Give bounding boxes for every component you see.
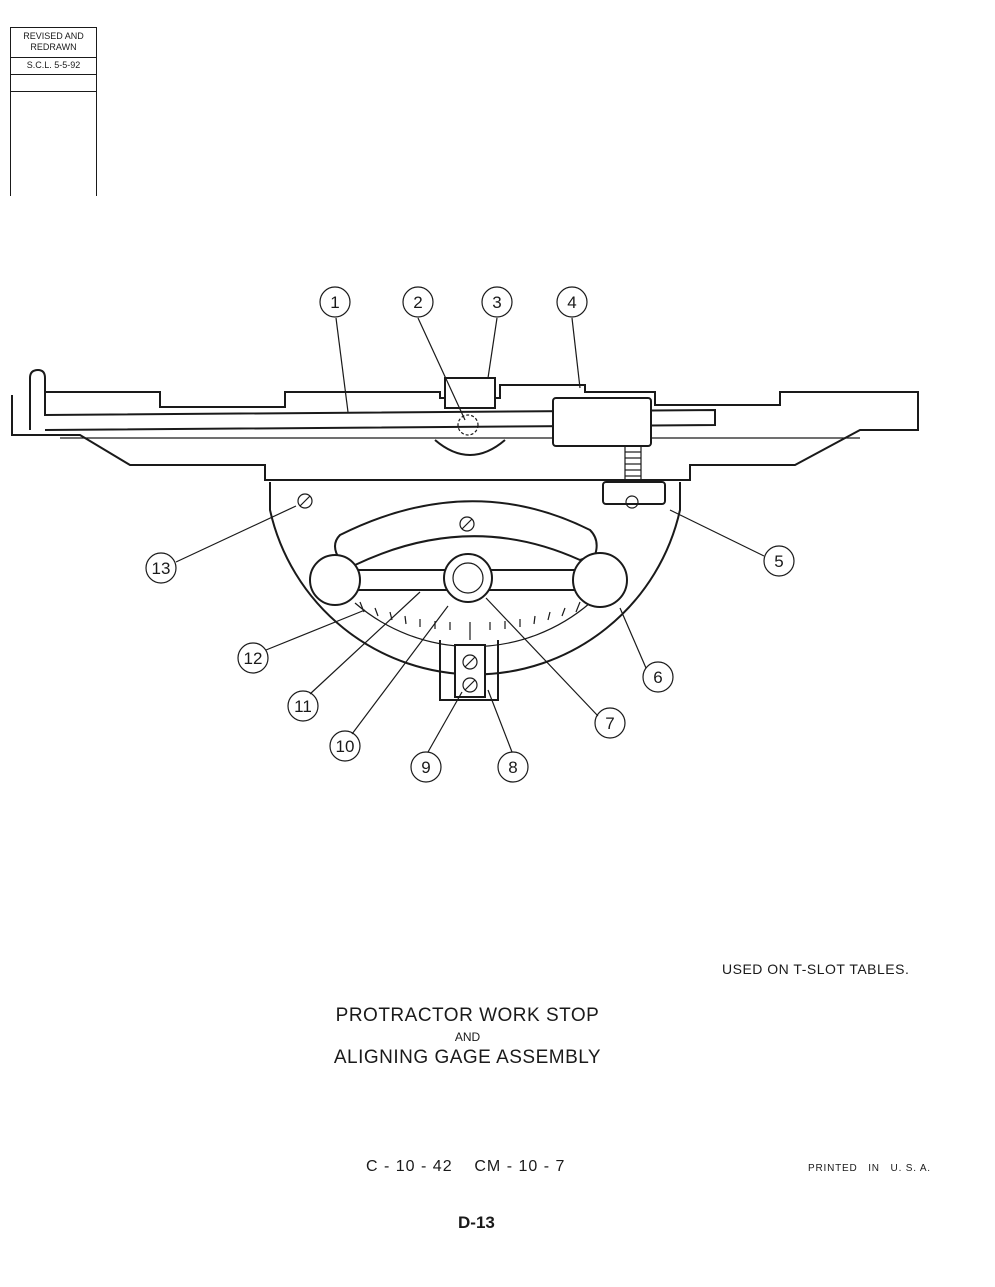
svg-text:7: 7 [605,714,614,733]
drawing-number: C - 10 - 42 CM - 10 - 7 [366,1158,566,1175]
revision-line2: REDRAWN [30,42,77,52]
svg-text:8: 8 [508,758,517,777]
callout-6: 6 [642,661,674,693]
callout-10: 10 [329,730,361,762]
revision-header: REVISED AND REDRAWN [11,28,96,58]
callout-markers: 1 2 3 4 5 6 7 8 9 10 11 12 13 [145,286,795,783]
callout-1: 1 [319,286,351,318]
callout-12: 12 [237,642,269,674]
title-line1: PROTRACTOR WORK STOP [335,1005,600,1026]
printed-in-label: PRINTED IN U. S. A. [808,1163,931,1174]
svg-text:11: 11 [294,697,312,716]
usage-note: USED ON T-SLOT TABLES. [722,961,910,977]
svg-text:12: 12 [244,649,263,668]
title-line2: ALIGNING GAGE ASSEMBLY [333,1047,602,1068]
revision-line1: REVISED AND [23,31,84,41]
svg-text:1: 1 [330,293,339,312]
svg-text:10: 10 [336,737,355,756]
svg-text:3: 3 [492,293,501,312]
callout-5: 5 [763,545,795,577]
revision-block: REVISED AND REDRAWN S.C.L. 5-5-92 [10,27,97,196]
callout-8: 8 [497,751,529,783]
callout-2: 2 [402,286,434,318]
svg-text:4: 4 [567,293,576,312]
callout-4: 4 [556,286,588,318]
svg-text:5: 5 [774,552,783,571]
callout-13: 13 [145,552,177,584]
leader-lines [175,317,765,753]
callout-3: 3 [481,286,513,318]
svg-text:2: 2 [413,293,422,312]
revision-empty-row [11,75,96,92]
protractor-scale [359,601,581,640]
callout-11: 11 [287,690,319,722]
svg-text:6: 6 [653,668,662,687]
page-number: D-13 [458,1213,495,1232]
work-stop-assembly [11,368,919,701]
revision-date: S.C.L. 5-5-92 [11,58,96,75]
callout-7: 7 [594,707,626,739]
svg-text:13: 13 [152,559,171,578]
svg-text:9: 9 [421,758,430,777]
callout-9: 9 [410,751,442,783]
title-connector: AND [454,1030,481,1044]
